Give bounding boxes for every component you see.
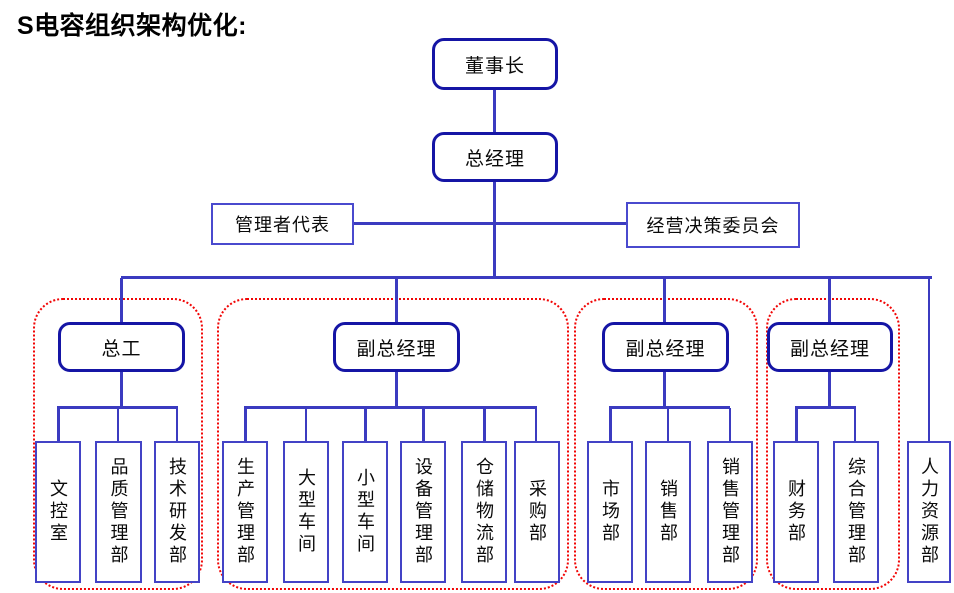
dept-doc-control: 文控室: [35, 441, 81, 583]
node-chairman: 董事长: [432, 38, 558, 90]
dept-quality-mgmt-label: 品质管理部: [108, 457, 129, 567]
connector-line: [422, 408, 425, 441]
dept-large-workshop: 大型车间: [283, 441, 329, 583]
connector-line: [493, 90, 496, 134]
connector-line: [57, 406, 178, 409]
connector-line: [57, 408, 60, 441]
node-general-manager-label: 总经理: [464, 148, 525, 170]
node-chief-engineer: 总工: [58, 322, 185, 372]
dept-production-mgmt: 生产管理部: [222, 441, 268, 583]
connector-line: [121, 276, 932, 279]
connector-line: [120, 370, 123, 407]
dept-doc-control-label: 文控室: [48, 479, 68, 545]
connector-line: [534, 408, 537, 441]
node-deputy-gm-1: 副总经理: [333, 322, 460, 372]
dept-sales-mgmt: 销售管理部: [707, 441, 753, 583]
connector-line: [609, 408, 612, 441]
dept-tech-rd-label: 技术研发部: [167, 457, 187, 567]
connector-line: [828, 278, 831, 323]
connector-line: [395, 370, 398, 407]
node-committee: 经营决策委员会: [626, 202, 800, 248]
dept-marketing-label: 市场部: [600, 479, 620, 545]
dept-sales-mgmt-label: 销售管理部: [720, 457, 740, 567]
connector-line: [927, 278, 930, 442]
dept-finance-label: 财务部: [786, 479, 806, 545]
dept-general-mgmt: 综合管理部: [833, 441, 879, 583]
dept-sales-label: 销售部: [658, 479, 678, 545]
dept-quality-mgmt: 品质管理部: [95, 441, 142, 583]
connector-line: [175, 408, 178, 441]
page-title: S电容组织架构优化:: [17, 12, 248, 40]
connector-line: [609, 406, 730, 409]
node-deputy-gm-1-label: 副总经理: [356, 338, 437, 360]
node-deputy-gm-3-label: 副总经理: [789, 338, 870, 360]
node-management-rep: 管理者代表: [211, 203, 354, 245]
group-outline-sales: [574, 298, 758, 590]
node-deputy-gm-2-label: 副总经理: [625, 338, 706, 360]
connector-line: [795, 408, 798, 441]
dept-equipment-mgmt: 设备管理部: [400, 441, 446, 583]
dept-human-resources-label: 人力资源部: [919, 457, 939, 567]
node-management-rep-label: 管理者代表: [235, 215, 330, 235]
dept-production-mgmt-label: 生产管理部: [235, 457, 255, 567]
dept-marketing: 市场部: [587, 441, 633, 583]
connector-line: [853, 408, 856, 441]
connector-line: [354, 222, 494, 225]
node-general-manager: 总经理: [432, 132, 558, 182]
dept-general-mgmt-label: 综合管理部: [846, 457, 866, 567]
connector-line: [495, 222, 626, 225]
connector-line: [828, 370, 831, 407]
connector-line: [663, 278, 666, 323]
connector-line: [395, 278, 398, 323]
connector-line: [244, 406, 537, 409]
connector-line: [304, 408, 307, 441]
dept-finance: 财务部: [773, 441, 819, 583]
node-deputy-gm-2: 副总经理: [602, 322, 729, 372]
dept-equipment-mgmt-label: 设备管理部: [413, 457, 433, 567]
dept-procurement: 采购部: [514, 441, 560, 583]
connector-line: [116, 408, 119, 441]
connector-line: [663, 370, 666, 407]
node-committee-label: 经营决策委员会: [646, 216, 780, 236]
node-chief-engineer-label: 总工: [101, 338, 142, 360]
group-outline-production: [217, 298, 569, 590]
connector-line: [120, 278, 123, 323]
connector-line: [666, 408, 669, 441]
connector-line: [493, 182, 496, 278]
dept-small-workshop-label: 小型车间: [355, 468, 375, 556]
dept-small-workshop: 小型车间: [342, 441, 388, 583]
dept-large-workshop-label: 大型车间: [296, 468, 316, 556]
node-deputy-gm-3: 副总经理: [767, 322, 893, 372]
dept-sales: 销售部: [645, 441, 691, 583]
group-outline-finance: [766, 298, 900, 590]
dept-tech-rd: 技术研发部: [154, 441, 200, 583]
node-chairman-label: 董事长: [464, 55, 525, 77]
connector-line: [244, 408, 247, 441]
dept-procurement-label: 采购部: [527, 479, 547, 545]
group-outline-chief-engineer: [33, 298, 203, 590]
dept-warehouse-logistics: 仓储物流部: [461, 441, 507, 583]
connector-line: [728, 408, 731, 441]
connector-line: [483, 408, 486, 441]
dept-human-resources: 人力资源部: [907, 441, 951, 583]
dept-warehouse-logistics-label: 仓储物流部: [474, 457, 494, 567]
connector-line: [795, 406, 856, 409]
connector-line: [364, 408, 367, 441]
